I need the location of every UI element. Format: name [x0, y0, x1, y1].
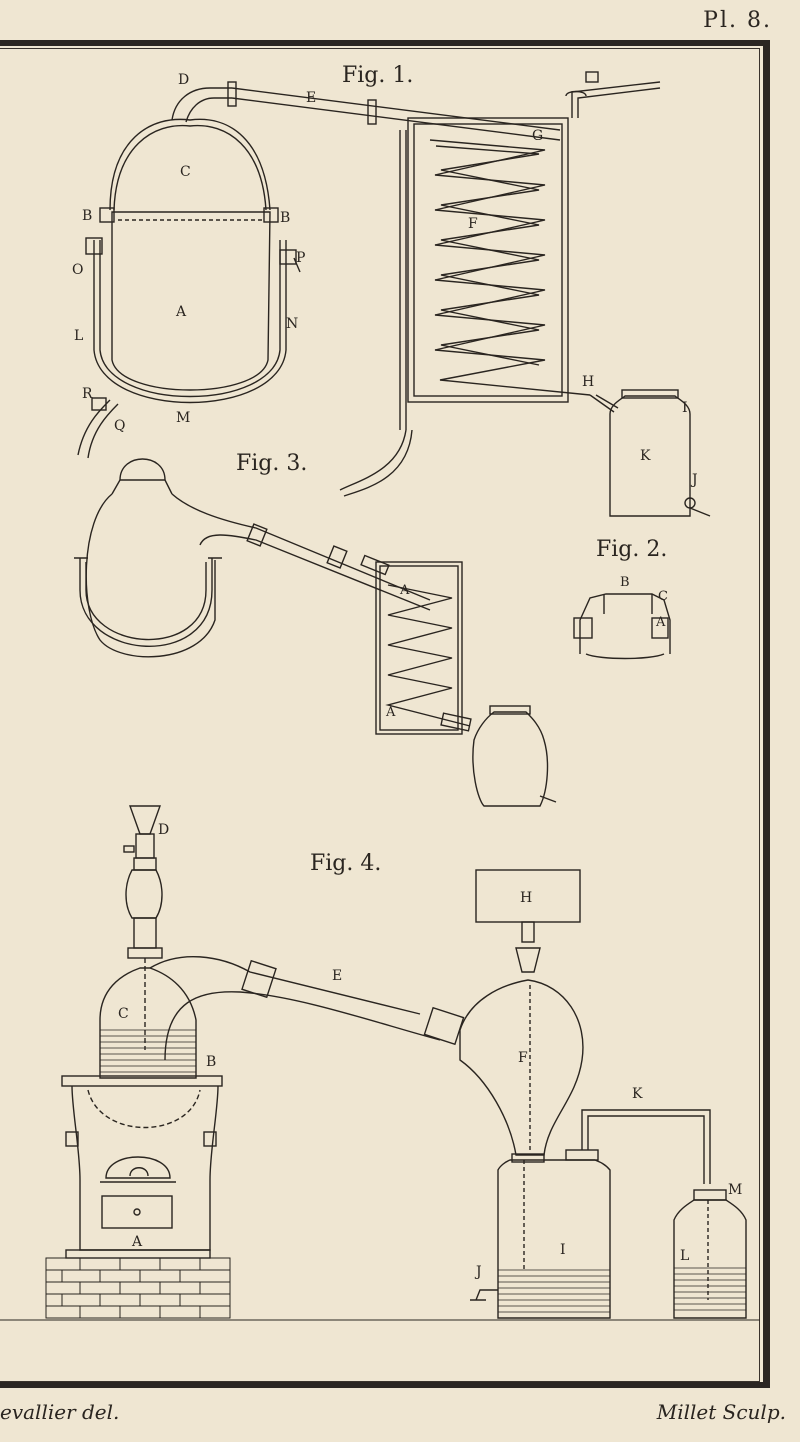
- sight-glass: [125, 869, 163, 919]
- port-o: [85, 237, 103, 255]
- fig1-label-P: P: [296, 250, 305, 266]
- fig2-joint: [579, 593, 671, 654]
- fig4-label-F: F: [518, 1050, 528, 1066]
- fig1-label-N: N: [286, 316, 298, 332]
- fig1-label-C: C: [180, 164, 191, 180]
- fig1-label-D: D: [178, 72, 189, 88]
- fig3-label-A-top: A: [399, 583, 410, 598]
- credit-engraver: Millet Sculp.: [656, 1400, 786, 1424]
- fig4-label-M: M: [728, 1182, 742, 1198]
- fig1: Fig. 1.: [72, 63, 711, 517]
- fig3-receiver: [472, 711, 549, 807]
- fig4-label-D: D: [158, 822, 169, 838]
- fig2-label-C: C: [658, 589, 668, 604]
- fig1-label-B-left: B: [82, 208, 92, 224]
- fig1-label-J: J: [690, 472, 698, 488]
- fig3-title: Fig. 3.: [236, 451, 307, 476]
- fig2-title: Fig. 2.: [596, 537, 667, 562]
- fig1-label-G: G: [532, 128, 543, 144]
- fig4-label-K: K: [632, 1086, 643, 1102]
- fig4-label-H: H: [520, 890, 532, 906]
- water-bath: [93, 240, 287, 404]
- fig2: Fig. 2. B C A: [573, 537, 671, 660]
- condenser-coil: [429, 139, 591, 396]
- neck-joint: [241, 959, 277, 999]
- fig4-label-E: E: [332, 968, 342, 984]
- fig4-label-B: B: [206, 1054, 216, 1070]
- fig3-label-A-bottom: A: [385, 705, 396, 720]
- fig3: Fig. 3. A A: [74, 451, 557, 807]
- tube-joint-2: [367, 99, 377, 125]
- fig4-label-C: C: [118, 1006, 129, 1022]
- fig1-label-L: L: [74, 328, 83, 344]
- still-dome: [119, 458, 166, 481]
- fig3-condenser: [375, 561, 463, 735]
- fig1-label-O: O: [72, 262, 83, 278]
- plate-frame: [0, 40, 770, 1388]
- fig1-label-F: F: [468, 216, 478, 232]
- condenser-tank: [407, 117, 569, 403]
- fig2-label-B: B: [620, 575, 630, 590]
- funnel: [129, 805, 161, 835]
- fig1-label-Q: Q: [114, 418, 125, 434]
- fig2-label-A: A: [655, 615, 666, 630]
- fig1-label-H: H: [582, 374, 594, 390]
- fig4-label-A: A: [131, 1234, 143, 1250]
- cucurbit: [111, 211, 271, 391]
- still-head: [109, 118, 271, 211]
- fig4: Fig. 4.: [0, 805, 760, 1321]
- fig4-still: [99, 967, 197, 1079]
- port-p: [279, 249, 297, 265]
- furnace-door: [105, 1156, 171, 1179]
- fig1-label-I: I: [682, 400, 688, 416]
- fig1-label-A: A: [175, 304, 187, 320]
- fig4-label-J: J: [474, 1264, 482, 1280]
- credit-draughtsman: evallier del.: [0, 1400, 120, 1424]
- fig4-label-L: L: [680, 1248, 689, 1264]
- fig4-label-I: I: [560, 1242, 566, 1258]
- furnace-top: [61, 1075, 223, 1087]
- brick-base: [45, 1257, 231, 1319]
- fig1-label-E: E: [306, 90, 316, 106]
- ash-drawer: [101, 1195, 173, 1229]
- fig1-title: Fig. 1.: [342, 63, 413, 88]
- fig3-coil: [385, 584, 471, 727]
- tube-joint-1: [227, 81, 237, 107]
- fig1-label-K: K: [640, 448, 651, 464]
- furnace: [71, 1085, 219, 1251]
- fig4-title: Fig. 4.: [310, 851, 381, 876]
- still-body: [85, 493, 216, 658]
- plate-number: Pl. 8.: [703, 8, 772, 33]
- plate-frame-inner: [0, 48, 760, 1382]
- receiver-globe: [459, 979, 584, 1156]
- fig1-label-B-right: B: [280, 210, 290, 226]
- fig1-label-M: M: [176, 410, 190, 426]
- fig1-label-R: R: [82, 386, 93, 402]
